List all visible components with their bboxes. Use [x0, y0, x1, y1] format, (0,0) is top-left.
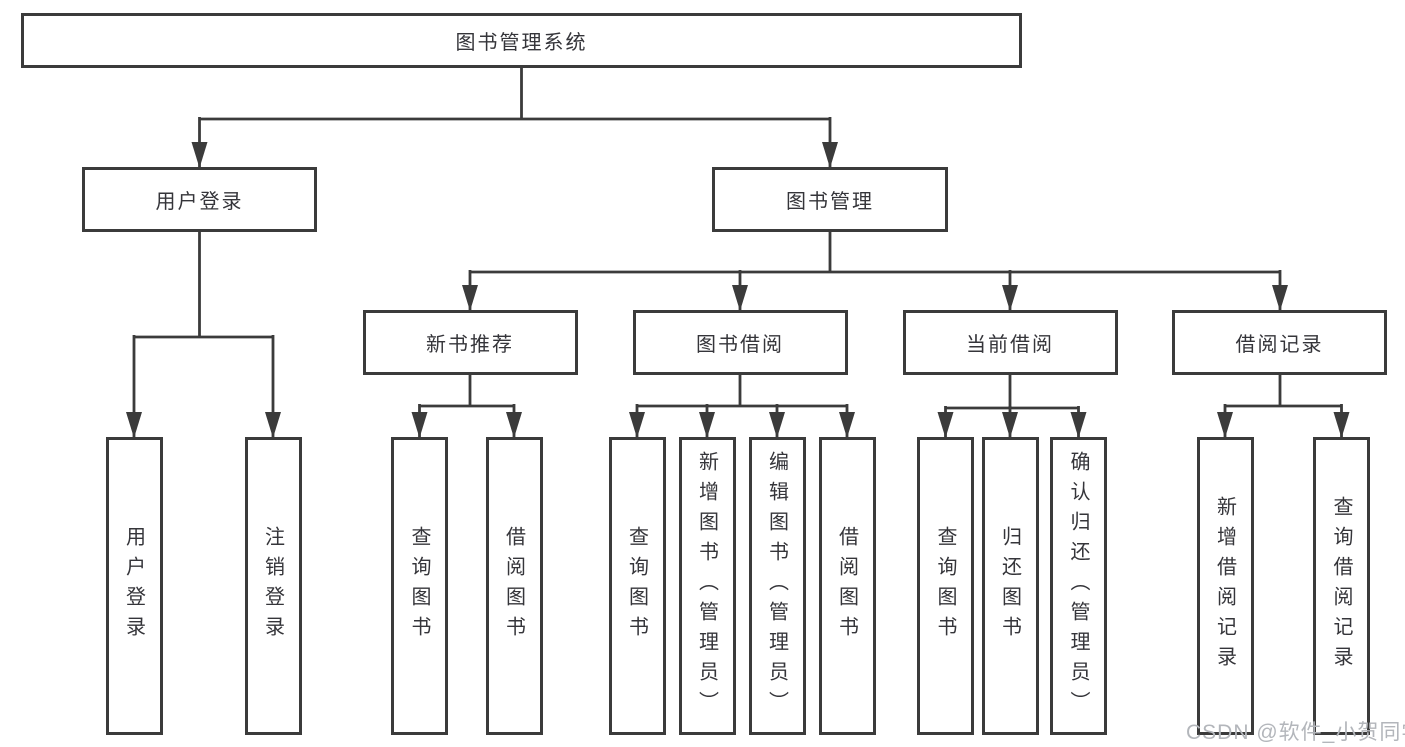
- leaf-label: 确认归还（管理员）: [1067, 451, 1089, 721]
- node-new-book-recommend: 新书推荐: [362, 310, 578, 375]
- node-current-borrow: 当前借阅: [902, 310, 1118, 375]
- leaf-label: 查询借阅记录: [1330, 496, 1352, 676]
- leaf-label: 用户登录: [122, 526, 145, 646]
- node-book-management: 图书管理: [712, 167, 948, 232]
- leaf-query-book-current: 查询图书: [917, 437, 974, 735]
- leaf-label: 查询图书: [934, 526, 956, 646]
- node-label: 新书推荐: [426, 334, 514, 356]
- node-label: 借阅记录: [1235, 334, 1324, 356]
- node-label: 当前借阅: [966, 334, 1054, 356]
- leaf-confirm-return-admin: 确认归还（管理员）: [1050, 437, 1107, 735]
- node-book-borrow: 图书借阅: [632, 310, 848, 375]
- node-label: 图书借阅: [696, 334, 784, 356]
- node-library-system-root: 图书管理系统: [21, 13, 1022, 68]
- leaf-query-borrow-record: 查询借阅记录: [1313, 437, 1370, 735]
- leaf-label: 借阅图书: [502, 526, 525, 646]
- node-label: 用户登录: [155, 191, 244, 213]
- leaf-label: 借阅图书: [835, 526, 858, 646]
- leaf-logout-login: 注销登录: [244, 437, 302, 735]
- leaf-label: 编辑图书（管理员）: [765, 451, 788, 721]
- leaf-label: 新增借阅记录: [1213, 496, 1236, 676]
- leaf-label: 查询图书: [408, 526, 430, 646]
- node-user-login: 用户登录: [82, 167, 317, 232]
- csdn-watermark: CSDN @软件_小贺同学: [1186, 721, 1405, 744]
- leaf-label: 新增图书（管理员）: [695, 451, 718, 721]
- leaf-borrow-book: 借阅图书: [818, 437, 876, 735]
- node-label: 图书管理系统: [455, 32, 588, 54]
- node-label: 图书管理: [786, 191, 874, 213]
- leaf-label: 注销登录: [261, 526, 284, 646]
- leaf-add-book-admin: 新增图书（管理员）: [678, 437, 736, 735]
- leaf-edit-book-admin: 编辑图书（管理员）: [748, 437, 806, 735]
- leaf-query-book-recommend: 查询图书: [391, 437, 448, 735]
- leaf-add-borrow-record: 新增借阅记录: [1196, 437, 1254, 735]
- leaf-borrow-book-recommend: 借阅图书: [485, 437, 543, 735]
- node-borrow-records: 借阅记录: [1172, 310, 1387, 375]
- leaf-return-book: 归还图书: [981, 437, 1039, 735]
- leaf-user-login: 用户登录: [105, 437, 163, 735]
- leaf-label: 归还图书: [998, 526, 1021, 646]
- leaf-label: 查询图书: [625, 526, 648, 646]
- leaf-query-book-borrow: 查询图书: [608, 437, 666, 735]
